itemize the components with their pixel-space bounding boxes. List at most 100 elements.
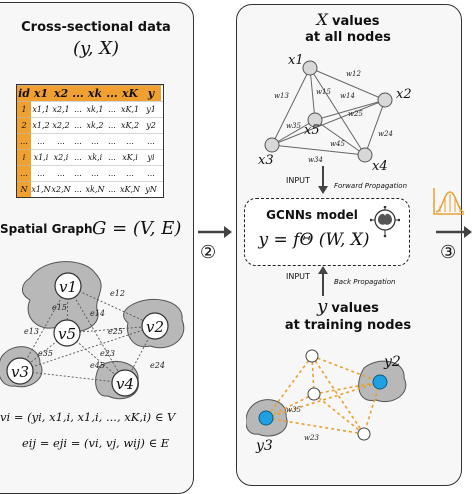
table-cell: ... xyxy=(74,120,82,130)
table-cell: xK,i xyxy=(122,152,138,162)
label-v3: v3 xyxy=(11,363,29,381)
table-cell: xK,2 xyxy=(120,120,140,130)
train-label-y3: y3 xyxy=(255,438,273,454)
edge-e14: e14 xyxy=(90,309,105,318)
top-node-x3 xyxy=(264,137,280,153)
table-cell: x2,2 xyxy=(52,120,70,130)
top-node-x5 xyxy=(307,112,323,128)
table-cell: ... xyxy=(57,136,65,146)
table-cell: ... xyxy=(108,184,116,194)
input-graph: x1 x2 x3 x4 x5 w12 w13 w15 w14 w25 w35 w… xyxy=(258,53,412,174)
table-header-cell: xk xyxy=(85,85,105,101)
top-label-x5: x5 xyxy=(304,123,320,138)
train-node-1 xyxy=(305,349,319,363)
step3-arrow xyxy=(436,226,472,238)
top-weight-w25: w25 xyxy=(348,110,363,118)
table-cell: x1,1 xyxy=(32,104,50,114)
edge-e45: e45 xyxy=(90,361,105,370)
forward-propagation-label: Forward Propagation xyxy=(334,182,408,190)
edge-e12: e12 xyxy=(110,289,125,298)
table-cell: y2 xyxy=(146,120,156,130)
brain-icon xyxy=(370,206,400,238)
top-weight-w14: w14 xyxy=(340,92,355,100)
table-cell: xK,N xyxy=(119,184,141,194)
table-cell: xk,2 xyxy=(86,120,104,130)
table-cell: ... xyxy=(37,136,45,146)
table-header-cell: x1 xyxy=(31,85,51,101)
table-cell: ... xyxy=(108,104,116,114)
table-cell: ... xyxy=(147,168,155,178)
table-cell: ... xyxy=(91,136,99,146)
label-v1: v1 xyxy=(59,278,77,296)
node-v3 xyxy=(6,357,34,385)
table-header-cell: ... xyxy=(105,85,119,101)
table-cell: ... xyxy=(74,184,82,194)
table-index-cell: N xyxy=(17,181,31,197)
table-cell: xk,N xyxy=(85,184,105,194)
top-label-x3: x3 xyxy=(258,153,274,168)
top-weight-w34: w34 xyxy=(308,156,323,164)
table-cell: ... xyxy=(147,136,155,146)
train-node-y2 xyxy=(372,374,388,390)
node-v1 xyxy=(54,272,82,300)
table-cell: ... xyxy=(57,168,65,178)
cross-sectional-title: Cross-sectional data xyxy=(21,20,171,35)
train-weight-w23: w23 xyxy=(304,434,319,442)
top-weight-w13: w13 xyxy=(274,92,289,100)
table-header-cell: y xyxy=(141,85,161,101)
table-cell: y1 xyxy=(146,104,156,114)
table-cell: ... xyxy=(108,136,116,146)
node-v5 xyxy=(53,319,81,347)
table-cell: ... xyxy=(108,120,116,130)
top-node-x2 xyxy=(377,92,393,108)
table-cell: ... xyxy=(108,168,116,178)
step2-arrow xyxy=(198,226,232,238)
table-cell: yN xyxy=(145,184,157,194)
table-cell: xk,1 xyxy=(86,104,104,114)
table-index-cell: 2 xyxy=(17,117,31,133)
top-label-x1: x1 xyxy=(288,53,304,68)
edge-e25: e25 xyxy=(108,327,123,336)
table-index-cell: i xyxy=(17,149,31,165)
table-cell: ... xyxy=(126,136,134,146)
table-cell: x2,N xyxy=(51,184,71,194)
top-weight-w35: w35 xyxy=(286,122,301,130)
bottom-title-line2: at training nodes xyxy=(284,318,412,333)
table-cell: ... xyxy=(74,104,82,114)
node-v2 xyxy=(141,312,169,340)
table-cell: ... xyxy=(74,152,82,162)
top-weight-w12: w12 xyxy=(346,70,361,78)
edge-e13: e13 xyxy=(24,327,39,336)
table-cell: ... xyxy=(37,168,45,178)
top-title: X values xyxy=(316,10,380,29)
train-label-y2: y2 xyxy=(383,354,401,370)
top-weight-w45: w45 xyxy=(330,140,345,148)
top-node-x1 xyxy=(302,60,318,76)
top-title-line2: at all nodes xyxy=(305,30,391,45)
bottom-title: y values xyxy=(317,296,379,317)
top-node-x4 xyxy=(357,147,373,163)
label-v4: v4 xyxy=(116,375,134,393)
output-chart-icon xyxy=(433,188,465,215)
top-weight-w24: w24 xyxy=(378,130,393,138)
table-header-cell: xK xyxy=(119,85,141,101)
train-node-5 xyxy=(307,387,321,401)
table-cell: x2,i xyxy=(53,152,69,162)
train-weight-w35: w35 xyxy=(286,406,301,414)
table-cell: x1,2 xyxy=(32,120,50,130)
input-label-bottom: INPUT xyxy=(286,272,310,281)
table-index-cell: 1 xyxy=(17,101,31,117)
training-graph: y2 y3 w35 w23 xyxy=(246,349,407,454)
gcnn-model-box xyxy=(244,198,410,266)
model-formula: y = fΘ (W, X) xyxy=(258,230,370,250)
label-v5: v5 xyxy=(58,325,76,343)
data-formula: (y, X) xyxy=(72,38,120,59)
model-title: GCNNs model xyxy=(266,208,358,222)
spatial-graph-label: Spatial Graph xyxy=(0,222,93,236)
edge-e35: e35 xyxy=(38,349,53,358)
table-cell: xk,i xyxy=(87,152,103,162)
table-cell: x1,N xyxy=(31,184,51,194)
train-node-4 xyxy=(357,427,371,441)
edge-definition: eij = eji = (vi, vj, wij) ∈ E xyxy=(22,436,170,450)
step3-label: ③ xyxy=(440,242,457,263)
